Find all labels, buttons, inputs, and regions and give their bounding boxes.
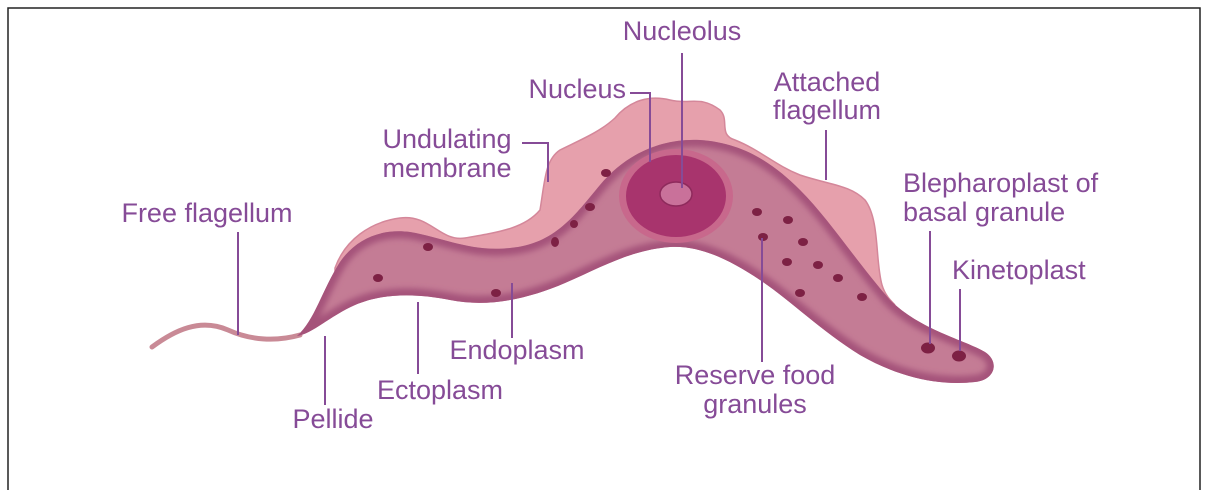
granule (423, 243, 433, 251)
granule (373, 274, 383, 282)
granule (857, 293, 867, 301)
granule (783, 216, 793, 224)
label-reserve-food-granules-line1: Reserve food (675, 360, 836, 390)
granule (798, 238, 808, 246)
label-reserve-food-granules-line2: granules (703, 389, 807, 419)
granule (752, 208, 762, 216)
label-nucleolus: Nucleolus (623, 16, 742, 46)
label-undulating-membrane-line2: membrane (382, 153, 511, 183)
blepharoplast (921, 343, 935, 354)
nucleolus (660, 182, 692, 206)
granule (813, 261, 823, 269)
granule (491, 289, 501, 297)
label-undulating-membrane-line1: Undulating (382, 124, 511, 154)
granule (585, 203, 595, 211)
granule (551, 237, 559, 247)
label-pellide: Pellide (292, 404, 373, 434)
label-free-flagellum: Free flagellum (121, 198, 292, 228)
granule (795, 289, 805, 297)
granule (833, 274, 843, 282)
free-flagellum (152, 325, 300, 347)
label-blepharoplast-line1: Blepharoplast of (903, 168, 1099, 198)
label-nucleus: Nucleus (528, 74, 626, 104)
leader-undulating-membrane (522, 143, 548, 182)
label-kinetoplast: Kinetoplast (952, 255, 1086, 285)
label-endoplasm: Endoplasm (449, 335, 584, 365)
granule (570, 220, 578, 228)
label-attached-flagellum-line1: Attached (774, 67, 881, 97)
label-attached-flagellum-line2: flagellum (773, 95, 881, 125)
granule (601, 169, 611, 177)
kinetoplast (952, 351, 966, 362)
label-blepharoplast-line2: basal granule (903, 197, 1065, 227)
label-ectoplasm: Ectoplasm (377, 375, 503, 405)
granule (782, 258, 792, 266)
